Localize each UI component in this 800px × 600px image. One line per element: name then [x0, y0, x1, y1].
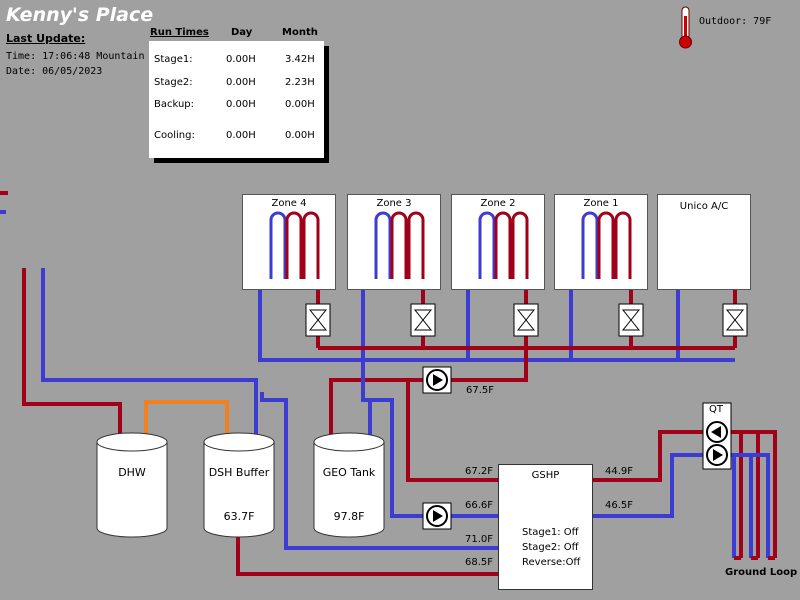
run-times-panel: Run Times Day Month Stage1: 0.00H 3.42H … — [149, 27, 324, 158]
row-month: 2.23H — [285, 77, 315, 88]
row-day: 0.00H — [226, 77, 256, 88]
gshp-stage2: Stage2: Off — [522, 542, 579, 553]
pump-icon — [422, 502, 452, 530]
row-label: Stage1: — [154, 54, 193, 65]
zone-valves — [305, 303, 748, 337]
dhw-tank — [96, 432, 168, 538]
zone-valve-icon — [618, 303, 644, 337]
zone-1-box: Zone 1 — [554, 194, 648, 290]
dsh-buffer-temp: 63.7F — [223, 510, 255, 523]
row-month: 0.00H — [285, 130, 315, 141]
pump-icon — [422, 366, 452, 394]
row-label: Stage2: — [154, 77, 193, 88]
qt-pump-station — [702, 402, 732, 470]
zone-valve-icon — [513, 303, 539, 337]
gshp-stage1: Stage1: Off — [522, 527, 579, 538]
gshp-unit: GSHP Stage1: Off Stage2: Off Reverse:Off — [498, 464, 593, 590]
dsh-buffer-tank — [203, 432, 275, 538]
zone-label: Zone 4 — [271, 198, 307, 209]
zone-2-box: Zone 2 — [451, 194, 545, 290]
zone-3-box: Zone 3 — [347, 194, 441, 290]
row-day: 0.00H — [226, 99, 256, 110]
loop-out-temp: 44.9F — [605, 466, 634, 477]
col-month: Month — [282, 27, 318, 38]
unico-ac-box: Unico A/C — [657, 194, 751, 290]
geo-tank — [313, 432, 385, 538]
zone-label: Zone 2 — [480, 198, 516, 209]
col-day: Day — [231, 27, 253, 38]
dsh-buffer-label: DSH Buffer — [208, 466, 270, 479]
row-day: 0.00H — [226, 54, 256, 65]
outdoor-temp: Outdoor: 79F — [699, 16, 772, 27]
zone-valve-icon — [410, 303, 436, 337]
zone-label: Zone 1 — [583, 198, 619, 209]
row-month: 0.00H — [285, 99, 315, 110]
row-month: 3.42H — [285, 54, 315, 65]
loop-in-temp: 46.5F — [605, 500, 634, 511]
geo-tank-temp: 97.8F — [333, 510, 365, 523]
zone-valve-icon — [722, 303, 748, 337]
zone-4-box: Zone 4 — [242, 194, 336, 290]
gshp-inlet2-temp: 66.6F — [465, 500, 494, 511]
zone-valve-icon — [305, 303, 331, 337]
gshp-reverse: Reverse:Off — [522, 557, 581, 568]
gshp-inlet-temp: 67.2F — [465, 466, 494, 477]
last-update-label: Last Update: — [6, 32, 86, 45]
radiant-loop-icon — [581, 211, 632, 279]
dsh-outlet-temp: 68.5F — [465, 557, 494, 568]
radiant-loop-icon — [478, 211, 529, 279]
ground-loop-label: Ground Loop — [725, 567, 798, 578]
dhw-label: DHW — [118, 466, 146, 479]
run-times-header: Run Times — [150, 27, 209, 38]
page-title: Kenny's Place — [6, 4, 154, 26]
radiant-loop-icon — [269, 211, 320, 279]
zone-label: Unico A/C — [679, 201, 729, 212]
radiant-loop-icon — [374, 211, 425, 279]
row-label: Cooling: — [154, 130, 195, 141]
qt-label: QT — [709, 404, 723, 415]
thermometer-icon — [679, 6, 692, 49]
dsh-inlet-temp: 71.0F — [465, 534, 494, 545]
zone-label: Zone 3 — [376, 198, 412, 209]
geo-tank-label: GEO Tank — [322, 466, 376, 479]
pump-temp-readout: 67.5F — [466, 385, 495, 396]
date-readout: Date: 06/05/2023 — [6, 66, 103, 77]
row-day: 0.00H — [226, 130, 256, 141]
row-label: Backup: — [154, 99, 195, 110]
time-readout: Time: 17:06:48 Mountain — [6, 51, 145, 62]
gshp-label: GSHP — [531, 470, 560, 481]
